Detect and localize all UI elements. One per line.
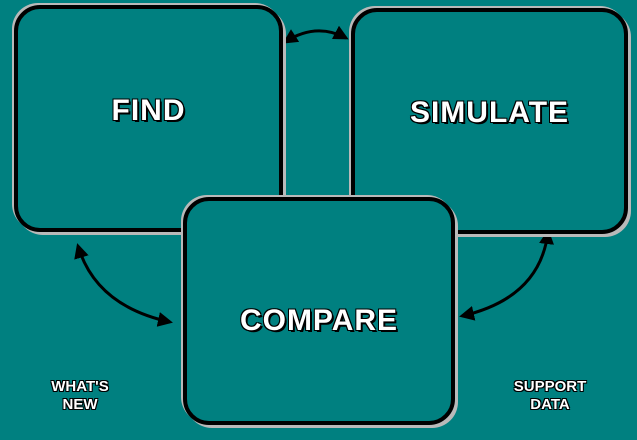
double-arrow-icon xyxy=(282,25,349,44)
whats-new-line2: NEW xyxy=(62,396,98,413)
double-arrow-icon xyxy=(459,229,554,321)
support-line2: DATA xyxy=(530,396,570,413)
whats-new-line1: WHAT'S xyxy=(51,378,109,395)
simulate-box[interactable]: SIMULATE xyxy=(351,8,628,234)
find-box[interactable]: FIND xyxy=(14,5,283,232)
simulate-label: SIMULATE xyxy=(409,96,570,129)
double-arrow-icon xyxy=(74,243,173,327)
support-data-link[interactable]: SUPPORT DATA xyxy=(490,378,610,414)
compare-box[interactable]: COMPARE xyxy=(183,197,455,425)
whats-new-link[interactable]: WHAT'S NEW xyxy=(30,378,130,414)
find-label: FIND xyxy=(111,93,186,127)
compare-label: COMPARE xyxy=(239,304,399,337)
support-line1: SUPPORT xyxy=(513,378,587,395)
